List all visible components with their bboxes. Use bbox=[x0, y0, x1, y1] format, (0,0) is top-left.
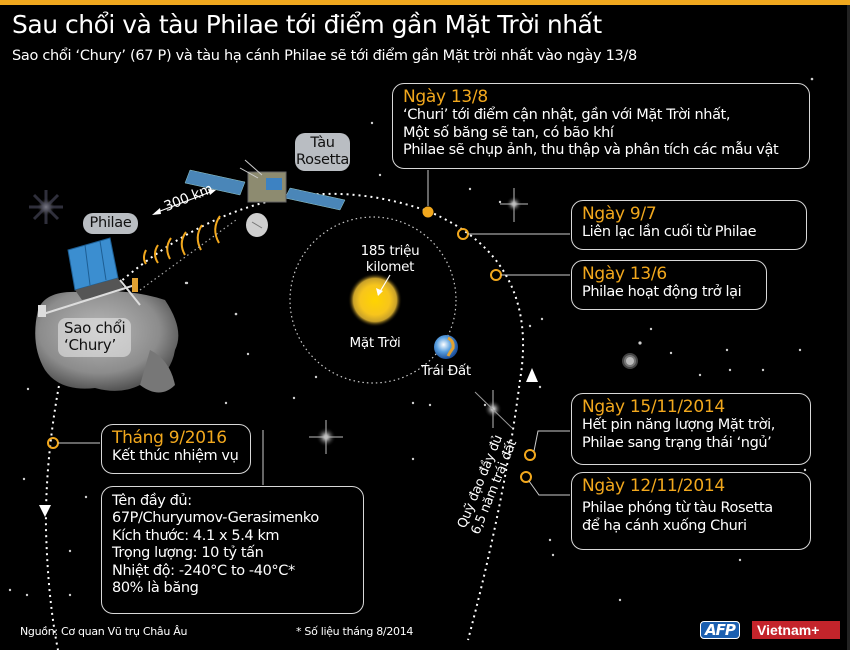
rosetta-spacecraft bbox=[184, 159, 346, 237]
comet-label: Sao chổi ‘Chury’ bbox=[58, 318, 132, 357]
philae-lander bbox=[38, 237, 141, 317]
philae-label: Philae bbox=[83, 213, 138, 234]
afp-logo: AFP bbox=[700, 621, 740, 639]
orbit-arrow-up bbox=[526, 368, 538, 382]
sun-label: Mặt Trời bbox=[349, 335, 401, 351]
source-credit: Nguồn: Cơ quan Vũ trụ Châu Âu bbox=[20, 625, 188, 638]
vietnamplus-logo: Vietnam+ bbox=[752, 621, 840, 639]
timeline-date: Ngày 9/7 bbox=[582, 204, 657, 224]
data-note: * Số liệu tháng 8/2014 bbox=[296, 625, 414, 638]
sun-distance-label: 185 triệu kilomet bbox=[360, 243, 420, 276]
sun bbox=[348, 273, 402, 327]
orbit-arrow-down bbox=[39, 505, 51, 517]
timeline-box-9-7: Ngày 9/7 Liên lạc lần cuối từ Philae bbox=[571, 200, 807, 250]
earth-orbit bbox=[289, 216, 457, 384]
timeline-date: Tháng 9/2016 bbox=[112, 428, 227, 448]
rosetta-label: Tàu Rosetta bbox=[295, 133, 350, 171]
timeline-date: Ngày 13/6 bbox=[582, 264, 667, 284]
bright-stars bbox=[29, 188, 638, 454]
comet-orbit bbox=[99, 192, 525, 641]
page-title: Sau chổi và tàu Philae tới điểm gần Mặt … bbox=[12, 10, 602, 39]
earth-label: Trái Đất bbox=[421, 363, 471, 379]
marker-13-6 bbox=[490, 269, 502, 281]
top-accent-bar bbox=[0, 0, 850, 5]
timeline-date: Ngày 13/8 bbox=[403, 87, 488, 107]
timeline-box-13-8: Ngày 13/8 ‘Churi’ tới điểm cận nhật, gần… bbox=[392, 83, 810, 169]
timeline-box-9-2016: Tháng 9/2016 Kết thúc nhiệm vụ bbox=[101, 424, 251, 474]
perihelion-marker bbox=[422, 206, 434, 218]
timeline-box-12-11-2014: Ngày 12/11/2014 Philae phóng từ tàu Rose… bbox=[571, 472, 811, 550]
timeline-box-15-11-2014: Ngày 15/11/2014 Hết pin năng lượng Mặt t… bbox=[571, 393, 811, 465]
marker-12-11-2014 bbox=[520, 471, 532, 483]
comet-facts-box: Tên đầy đủ: 67P/Churyumov-Gerasimenko Kí… bbox=[101, 486, 364, 614]
signal-waves-icon bbox=[143, 215, 221, 265]
timeline-date: Ngày 12/11/2014 bbox=[582, 476, 725, 496]
background-stars bbox=[8, 77, 814, 602]
marker-9-7 bbox=[457, 228, 469, 240]
right-edge bbox=[847, 5, 850, 650]
timeline-date: Ngày 15/11/2014 bbox=[582, 397, 725, 417]
marker-15-11-2014 bbox=[524, 449, 536, 461]
marker-9-2016 bbox=[47, 437, 59, 449]
timeline-box-13-6: Ngày 13/6 Philae hoạt động trở lại bbox=[571, 260, 767, 310]
page-subtitle: Sao chổi ‘Chury’ (67 P) và tàu hạ cánh P… bbox=[12, 48, 637, 64]
